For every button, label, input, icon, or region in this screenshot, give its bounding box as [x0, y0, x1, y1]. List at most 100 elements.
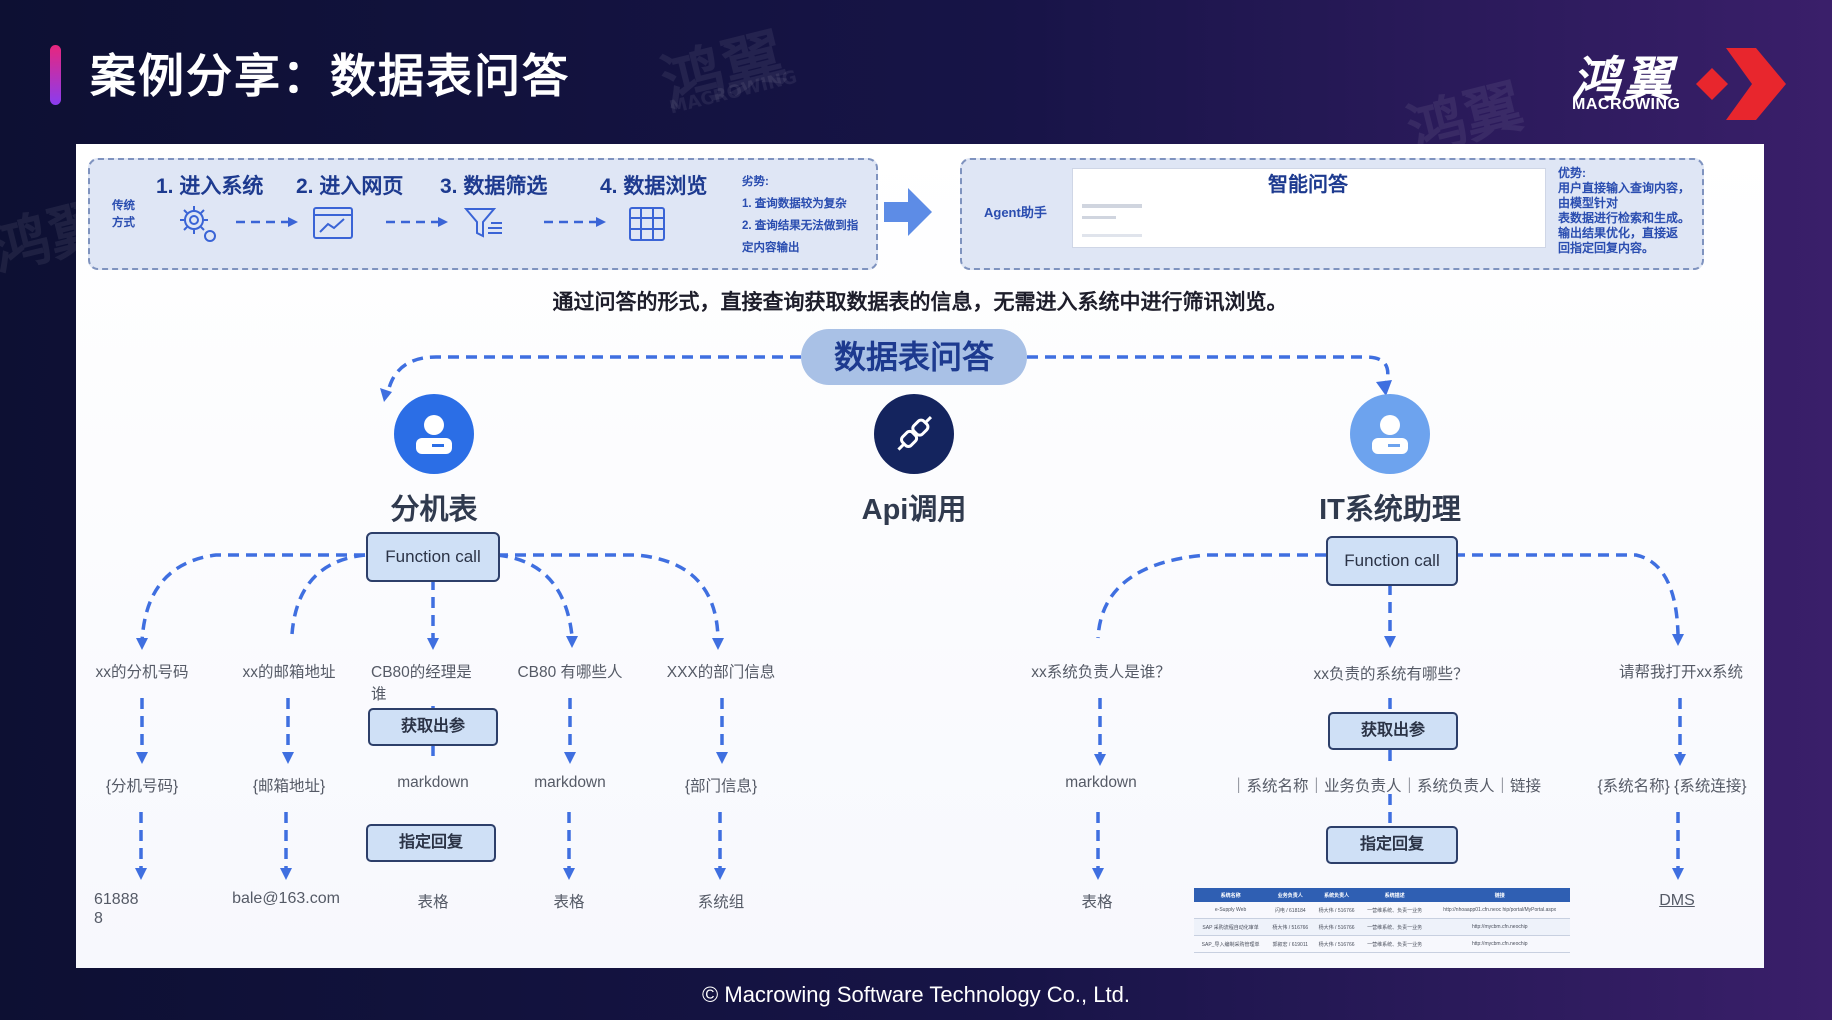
right-function-call-box: Function call: [1326, 536, 1458, 586]
flow-arrows: [236, 217, 606, 227]
left-question-4: CB80 有哪些人: [517, 664, 623, 681]
summary-text: 通过问答的形式，直接查询获取数据表的信息，无需进入系统中进行筛讯浏览。: [552, 291, 1288, 314]
left-result-1: 61888 8: [94, 891, 139, 927]
left-result-5: 系统组: [697, 894, 745, 911]
filter-icon: [464, 208, 502, 238]
step-3-label: 3. 数据筛选: [440, 175, 548, 198]
advantage-title: 优势:: [1558, 166, 1586, 180]
table-cell: SAP_导入编制采购管理单: [1194, 935, 1268, 953]
diagram-connectors: [135, 355, 1686, 880]
right-node-title: IT系统助理: [1319, 494, 1461, 526]
table-header-cell: 链接: [1429, 888, 1570, 902]
table-header-row: 系统名称 业务负责人 系统负责人 系统描述 链接: [1194, 888, 1570, 902]
data-table-qa-pill: 数据表问答: [801, 329, 1027, 385]
right-question-3: 请帮我打开xx系统: [1618, 664, 1743, 681]
left-node-circle: [394, 394, 474, 474]
smart-qa-title: 智能问答: [1268, 174, 1348, 196]
disadvantage-title: 劣势:: [742, 176, 769, 188]
left-param-4: markdown: [534, 774, 606, 791]
table-row: e-Supply Web 闪电 / 618184 杨大伟 / 516766 一营…: [1194, 902, 1570, 919]
table-cell: 闪电 / 618184: [1267, 902, 1314, 919]
advantage-3: 表数据进行检索和生成。: [1558, 211, 1691, 225]
left-result-4: 表格: [553, 894, 585, 911]
middle-node-circle: [874, 394, 954, 474]
system-result-table: 系统名称 业务负责人 系统负责人 系统描述 链接 e-Supply Web 闪电…: [1194, 888, 1570, 953]
chat-send-bar: [1082, 234, 1142, 237]
right-question-2: xx负责的系统有哪些？: [1313, 666, 1469, 683]
left-param-5: {部门信息}: [684, 778, 758, 795]
left-node-title: 分机表: [390, 494, 478, 526]
chat-line-1: [1082, 204, 1142, 208]
left-param-2: {邮箱地址}: [252, 778, 326, 795]
table-icon: [629, 207, 665, 241]
table-cell: e-Supply Web: [1194, 902, 1268, 919]
table-cell: 一营维系统、负责一业务: [1359, 918, 1430, 936]
left-question-2: xx的邮箱地址: [242, 664, 336, 681]
step-1-label: 1. 进入系统: [156, 175, 264, 198]
right-param-1: markdown: [1065, 774, 1137, 791]
right-param-3: {系统名称} {系统连接}: [1597, 778, 1747, 795]
gear-icon: [180, 206, 216, 242]
left-result-2: bale@163.com: [232, 890, 340, 907]
content-panel: 传统 方式 1. 进入系统 2. 进入网页 3. 数据筛选 4. 数据浏览 劣势…: [76, 144, 1764, 968]
table-header-cell: 系统描述: [1359, 888, 1430, 902]
left-result-3: 表格: [417, 894, 449, 911]
right-reply-box: 指定回复: [1326, 826, 1458, 864]
table-header-cell: 业务负责人: [1267, 888, 1314, 902]
left-reply-box: 指定回复: [366, 824, 496, 862]
table-cell: 杨大伟 / 516766: [1267, 918, 1314, 936]
table-row: SAP_导入编制采购管理单 郭叙宏 / 619011 杨大伟 / 516766 …: [1194, 935, 1570, 953]
right-result-table-label: 表格: [1081, 894, 1113, 911]
user-icon: [1372, 415, 1408, 454]
table-cell: 杨大伟 / 516766: [1313, 935, 1360, 953]
left-param-3: markdown: [397, 774, 469, 791]
logo-text: 鸿翼: [1572, 54, 1677, 107]
step-4-label: 4. 数据浏览: [600, 175, 708, 198]
left-param-1: {分机号码}: [105, 778, 179, 795]
advantage-5: 回指定回复内容。: [1558, 241, 1655, 255]
table-cell-link[interactable]: http://nhoaapp01.cfn.neoc hip/portal/MyP…: [1429, 902, 1570, 919]
table-cell: 郭叙宏 / 619011: [1267, 935, 1314, 953]
table-cell-link[interactable]: http://mycbm.cfn.neochip: [1429, 918, 1570, 936]
table-cell: 杨大伟 / 516766: [1313, 918, 1360, 936]
disadvantage-2: 2. 查询结果无法做到指: [742, 220, 859, 232]
footer-copyright: © Macrowing Software Technology Co., Ltd…: [702, 982, 1130, 1007]
disadvantage-3: 定内容输出: [742, 242, 800, 254]
page-title: 案例分享：数据表问答: [90, 50, 570, 102]
left-get-param-box: 获取出参: [368, 708, 498, 746]
table-cell: 一营维系统、负责一业务: [1359, 902, 1430, 919]
table-cell: 一营维系统、负责一业务: [1359, 935, 1430, 953]
table-header-cell: 系统名称: [1194, 888, 1268, 902]
table-cell: SAP 采购流程自动化审单: [1194, 918, 1268, 936]
right-arrow-icon: [884, 188, 932, 236]
left-function-call-box: Function call: [366, 532, 500, 582]
middle-node-title: Api调用: [861, 494, 967, 526]
table-cell: 杨大伟 / 516766: [1313, 902, 1360, 919]
logo-subtext: MACROWING: [1572, 96, 1681, 113]
advantage-4: 输出结果优化，直接返: [1558, 226, 1679, 240]
left-question-5: XXX的部门信息: [666, 664, 776, 681]
left-question-3: CB80的经理是 谁: [371, 664, 472, 703]
title-accent-bar: [50, 45, 61, 105]
right-node-circle: [1350, 394, 1430, 474]
traditional-label: 传统 方式: [112, 200, 135, 229]
table-header-cell: 系统负责人: [1313, 888, 1360, 902]
table-row: SAP 采购流程自动化审单 杨大伟 / 516766 杨大伟 / 516766 …: [1194, 918, 1570, 936]
user-icon: [416, 415, 452, 454]
advantage-2: 由模型针对: [1558, 196, 1619, 210]
chat-line-2: [1082, 216, 1116, 219]
right-result-dms: DMS: [1659, 892, 1695, 909]
right-get-param-box: 获取出参: [1328, 712, 1458, 750]
plug-link-icon: [897, 415, 933, 451]
logo-chevron-icon: [1696, 48, 1786, 120]
advantage-1: 用户直接输入查询内容，: [1558, 181, 1691, 195]
table-cell-link[interactable]: http://mycbm.cfn.neochip: [1429, 935, 1570, 953]
webpage-chart-icon: [313, 207, 353, 239]
right-param-2: ｜系统名称｜业务负责人｜系统负责人｜链接: [1230, 778, 1541, 795]
traditional-method-box: [88, 158, 878, 270]
left-question-1: xx的分机号码: [95, 664, 189, 681]
disadvantage-1: 1. 查询数据较为复杂: [742, 198, 847, 210]
right-question-1: xx系统负责人是谁？: [1031, 664, 1171, 681]
agent-label: Agent助手: [984, 205, 1047, 220]
step-2-label: 2. 进入网页: [296, 175, 404, 198]
